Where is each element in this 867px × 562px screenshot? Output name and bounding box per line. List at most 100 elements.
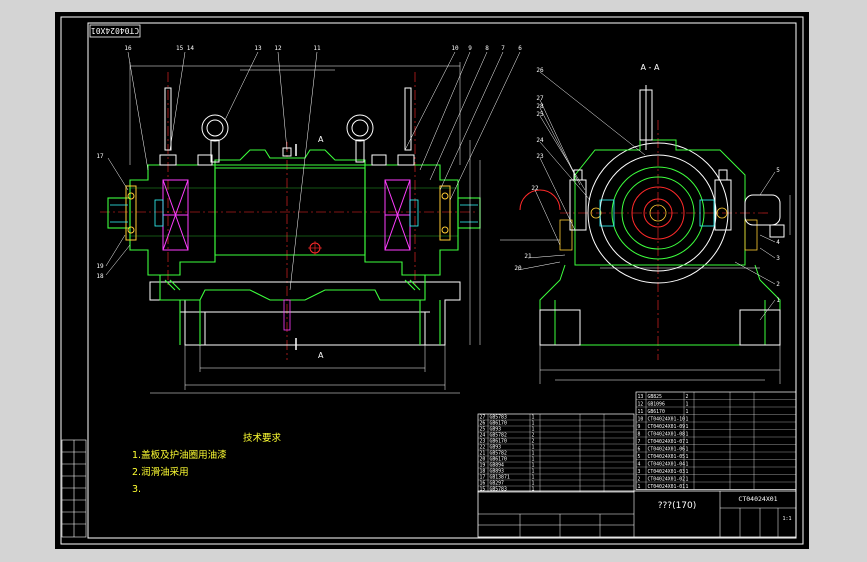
callout-side: 28	[536, 103, 544, 110]
parts-table-cell: 1	[532, 445, 535, 451]
title-scale: 1:1	[782, 516, 791, 522]
inner-frame	[87, 22, 797, 539]
parts-table-cell: GB6170	[648, 409, 665, 415]
parts-table-cell: 6	[638, 447, 641, 453]
parts-table-cell: 12	[638, 402, 644, 408]
parts-table-cell: 1	[532, 475, 535, 481]
callout-side: 26	[536, 67, 544, 74]
parts-table-cell: GB894	[490, 463, 505, 469]
parts-table-cell: GB6170	[490, 421, 507, 427]
parts-table-cell: 1	[532, 415, 535, 421]
parts-table-cell: GB5783	[490, 415, 507, 421]
parts-table-cell: CT04024X01-10	[648, 417, 686, 423]
callout-main: 8	[485, 45, 489, 52]
parts-table-cell: GB5782	[490, 451, 507, 457]
callout-main: 12	[274, 45, 282, 52]
section-label: A - A	[641, 63, 660, 72]
parts-table-cell: 2	[686, 394, 689, 400]
parts-table-cell: 21	[480, 451, 486, 457]
callout-side: 22	[531, 185, 539, 192]
parts-table-cell: GB6170	[490, 457, 507, 463]
notes-line-2: 2.润滑油采用	[132, 466, 189, 478]
parts-table-cell: GB1096	[648, 402, 665, 408]
parts-table-cell: CT04024X01-02	[648, 477, 686, 483]
parts-table-cell: 10	[638, 417, 644, 423]
callout-side: 27	[536, 95, 544, 102]
callout-side: 23	[536, 153, 544, 160]
parts-table-cell: 1	[686, 439, 689, 445]
callout-main: 11	[313, 45, 321, 52]
callout-main: 7	[501, 45, 505, 52]
parts-table-cell: 1	[532, 481, 535, 487]
callout-side: 25	[536, 111, 544, 118]
technical-notes: 技术要求 1.盖板及护油圈用油漆 2.润滑油采用 3.	[132, 432, 281, 495]
parts-table-cell: 1	[686, 477, 689, 483]
callout-side: 24	[536, 137, 544, 144]
parts-table-cell: GB825	[648, 394, 663, 400]
title-part-name: ???(170)	[658, 501, 697, 511]
parts-table-cell: CT04024X01-09	[648, 424, 686, 430]
parts-table-cell: 2	[638, 477, 641, 483]
parts-table-frame	[477, 413, 635, 493]
parts-table-cell: 16	[480, 481, 486, 487]
parts-table-cell: CT04024X01-04	[648, 462, 686, 468]
parts-table-cell: 1	[532, 463, 535, 469]
callout-main: 10	[451, 45, 459, 52]
parts-table-cell: 1	[686, 424, 689, 430]
parts-table-cell: CT04024X01-03	[648, 469, 686, 475]
cut-marker-top: A	[318, 135, 324, 144]
cut-marker-bottom: A	[318, 351, 324, 360]
parts-table-cell: 15	[480, 487, 486, 493]
parts-table-cell: 4	[638, 462, 641, 468]
parts-table-cell: 1	[686, 402, 689, 408]
parts-table-cell: 7	[638, 439, 641, 445]
notes-line-3: 3.	[132, 484, 141, 495]
parts-table-cell: 5	[638, 454, 641, 460]
parts-table-cell: 1	[532, 451, 535, 457]
callout-side: 20	[514, 265, 522, 272]
parts-table-cell: 1	[686, 462, 689, 468]
callout-main: 15 14	[176, 45, 194, 52]
section-view: A - A	[500, 63, 791, 384]
parts-table-cell: CT04024X01-01	[648, 484, 686, 490]
parts-table-cell: 11	[638, 409, 644, 415]
parts-table-cell: 1	[638, 484, 641, 490]
parts-table-cell: 25	[480, 427, 486, 433]
parts-table-cell: 19	[480, 463, 486, 469]
parts-table-frame	[635, 391, 797, 490]
callout-main: 16	[124, 45, 132, 52]
parts-table-cell: 1	[686, 417, 689, 423]
parts-table-cell: 1	[532, 421, 535, 427]
parts-table-cell: CT04024X01-07	[648, 439, 686, 445]
callout-side: 1	[776, 297, 780, 304]
parts-table-cell: 1	[686, 454, 689, 460]
parts-table-cell: 8	[638, 432, 641, 438]
parts-table-cell: GB93	[490, 427, 502, 433]
parts-table-cell: 18	[480, 469, 486, 475]
notes-title: 技术要求	[243, 432, 282, 444]
callout-main: 17	[96, 153, 104, 160]
notes-line-1: 1.盖板及护油圈用油漆	[132, 449, 227, 461]
code-text-top: CT04024X01	[91, 26, 139, 35]
callout-side: 3	[776, 255, 780, 262]
parts-table-cell: GB297	[490, 481, 505, 487]
left-margin-strip	[61, 439, 87, 538]
parts-table-cell: CT04024X01-08	[648, 432, 686, 438]
parts-table-cell: 1	[686, 432, 689, 438]
callout-side: 21	[524, 253, 532, 260]
parts-table-cell: 26	[480, 421, 486, 427]
parts-table-cell: 1	[686, 409, 689, 415]
parts-table-cell: CT04024X01-06	[648, 447, 686, 453]
parts-table-cell: 22	[480, 445, 486, 451]
parts-table-cell: 1	[532, 469, 535, 475]
parts-table-cell: 27	[480, 415, 486, 421]
callout-side: 2	[776, 281, 780, 288]
parts-table-cell: GB13871	[490, 475, 510, 481]
parts-table-cell: CT04024X01-05	[648, 454, 686, 460]
title-drawing-no: CT04024X01	[738, 495, 777, 503]
